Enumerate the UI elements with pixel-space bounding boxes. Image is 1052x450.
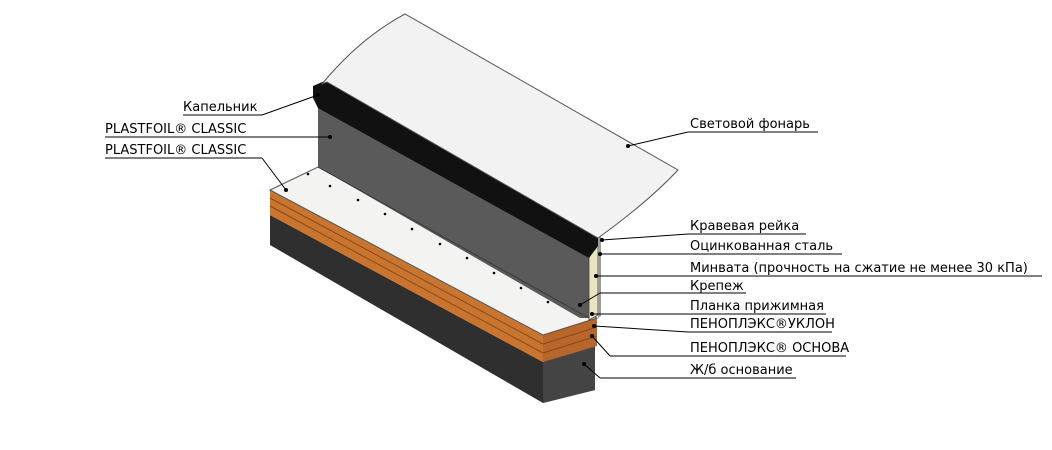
callout-plastfoil-1: PLASTFOIL® CLASSIC [105, 122, 332, 139]
galvanized-steel-edge [598, 236, 601, 318]
concrete-base [270, 215, 595, 403]
label-kapelnik: Капельник [183, 100, 258, 115]
leader-dot [590, 334, 594, 338]
callout-minvata: Минвата (прочность на сжатие не менее 30… [594, 261, 1042, 278]
leader-line [627, 131, 689, 147]
fastener-dot [383, 212, 387, 216]
membrane-top-surface [268, 166, 599, 336]
leader-line [579, 292, 601, 306]
label-osnova: ПЕНОПЛЭКС® ОСНОВА [690, 341, 849, 356]
callout-uklon: ПЕНОПЛЭКС®УКЛОН [592, 317, 835, 333]
xps-side-face [270, 190, 543, 362]
label-planka: Планка прижимная [690, 299, 824, 314]
leader-line [261, 94, 319, 116]
label-uklon: ПЕНОПЛЭКС®УКЛОН [690, 317, 835, 332]
label-plastfoil-1: PLASTFOIL® CLASSIC [105, 122, 246, 137]
callout-svetovoy-fonar: Световой фонарь [626, 117, 818, 148]
fastener-dot [546, 300, 550, 304]
leader-dot [328, 135, 332, 139]
leader-dot [284, 188, 288, 192]
label-plastfoil-2: PLASTFOIL® CLASSIC [105, 143, 246, 158]
leader-dot [590, 312, 594, 316]
fastener-dot [492, 271, 496, 275]
xps-joint-line-1 [269, 197, 544, 345]
label-kraevaya-reyka: Кравевая рейка [690, 219, 799, 234]
fastener-dot [465, 256, 469, 260]
concrete-top-face [270, 215, 595, 403]
callout-plastfoil-2: PLASTFOIL® CLASSIC [105, 143, 288, 192]
leader-dot [578, 303, 582, 307]
upstand-base-line [317, 166, 590, 319]
xps-layers [269, 190, 598, 362]
fastener-dot [410, 227, 414, 231]
xps-front-face [543, 318, 597, 362]
drip-edge [313, 80, 598, 258]
callout-krepezh: Крепеж [578, 279, 746, 307]
xps-joint-line-4 [542, 335, 598, 354]
fastener-dots [306, 172, 550, 304]
leader-dot [626, 144, 630, 148]
leader-dot [582, 362, 586, 366]
leader-line [261, 157, 287, 191]
label-svetovoy-fonar: Световой фонарь [690, 117, 810, 132]
callout-otsink-stal: Оцинкованная сталь [598, 239, 842, 256]
leader-dot [316, 93, 320, 97]
xps-joint-line-2 [269, 205, 544, 354]
leader-line [583, 363, 601, 379]
leader-line [601, 233, 689, 241]
fastener-dot [306, 172, 310, 176]
label-minvata: Минвата (прочность на сжатие не менее 30… [690, 261, 1028, 276]
skylight-panel [321, 13, 679, 239]
callout-kapelnik: Капельник [183, 93, 320, 116]
callout-kraevaya-reyka: Кравевая рейка [600, 219, 806, 242]
leader-line [591, 335, 611, 357]
upstand-wall [318, 100, 589, 318]
label-zhb: Ж/б основание [690, 363, 793, 378]
fastener-dot [356, 198, 360, 202]
fastener-dot [438, 242, 442, 246]
callout-zhb: Ж/б основание [582, 362, 796, 379]
xps-joint-line-3 [542, 326, 598, 345]
leader-dot [592, 324, 596, 328]
fastener-dot [328, 184, 332, 188]
concrete-front-face [543, 345, 595, 403]
leader-line [593, 325, 689, 333]
label-otsink-stal: Оцинкованная сталь [690, 239, 833, 254]
callout-planka: Планка прижимная [590, 299, 826, 316]
label-krepezh: Крепеж [690, 279, 744, 294]
leader-dot [598, 252, 602, 256]
leader-dot [600, 238, 604, 242]
callout-osnova: ПЕНОПЛЭКС® ОСНОВА [590, 334, 849, 357]
fastener-dot [519, 286, 523, 290]
leader-dot [594, 274, 598, 278]
